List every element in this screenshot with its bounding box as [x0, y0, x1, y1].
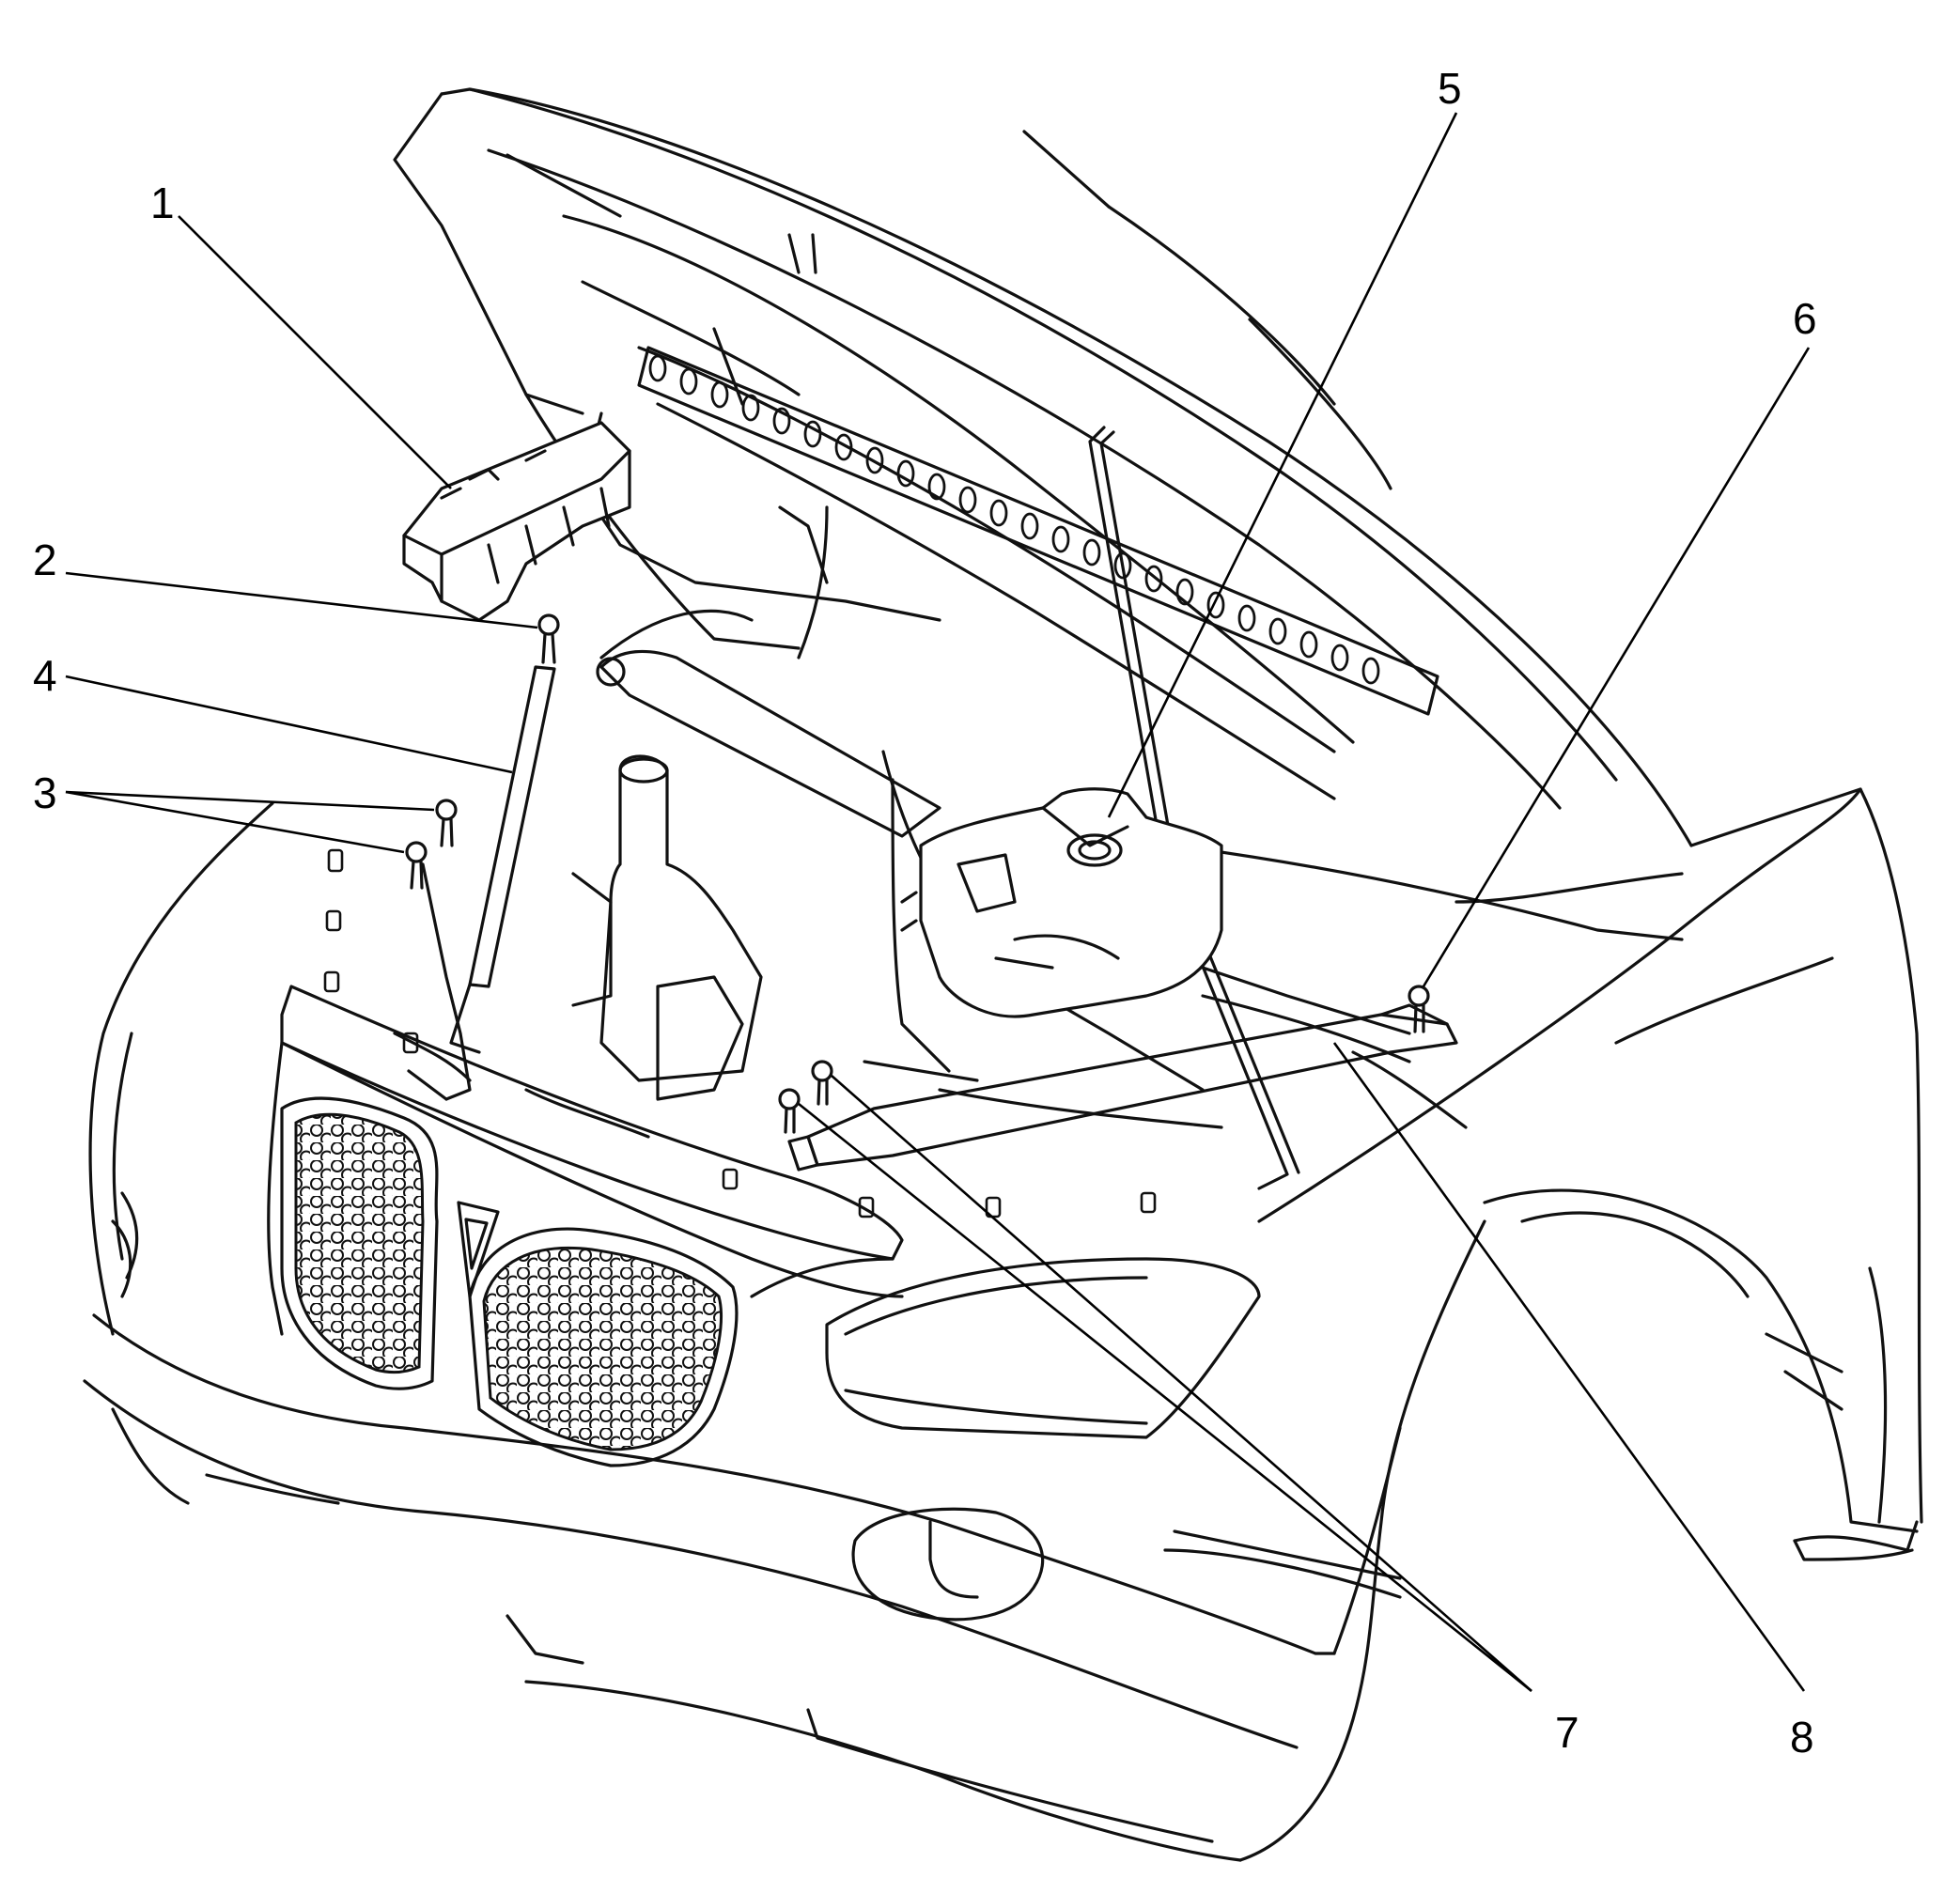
callout-6: 6 [1793, 294, 1817, 343]
vehicle-body [88, 787, 1923, 1561]
headlamp [750, 1257, 1261, 1439]
callout-5: 5 [1438, 64, 1462, 113]
bolts [405, 613, 1430, 1134]
bolt-item-7a [778, 1088, 801, 1134]
callout-2: 2 [33, 535, 57, 584]
hood-vent-holes [648, 354, 1380, 685]
leader-5 [1107, 112, 1458, 818]
leader-1 [178, 215, 452, 489]
fog-lamp [851, 1507, 1045, 1622]
leader-3b [65, 790, 405, 854]
bolt-item-3b [405, 841, 428, 890]
bolt-item-2 [537, 613, 560, 664]
strut-tower-brace [787, 1003, 1458, 1172]
control-module [402, 421, 631, 622]
pontiac-emblem [457, 1201, 500, 1298]
callout-8: 8 [1790, 1713, 1814, 1762]
hood [393, 87, 1693, 847]
callout-7: 7 [1555, 1708, 1579, 1757]
leader-7b [831, 1075, 1532, 1692]
bolt-item-7b [811, 1060, 833, 1106]
front-fascia [83, 1041, 1486, 1862]
hood-latch-support [449, 665, 556, 1054]
leader-3a [65, 790, 435, 812]
washer-reservoir [571, 754, 763, 1101]
hood-inner-panel [637, 346, 1439, 716]
radiator-support [280, 985, 904, 1261]
leader-lines [65, 112, 1811, 1693]
studs [323, 848, 1157, 1218]
leader-7a [798, 1102, 1532, 1693]
bolt-item-3a [435, 799, 458, 847]
callout-4: 4 [33, 651, 57, 700]
callout-labels: 1 2 3 4 5 6 7 8 [33, 64, 1817, 1762]
support-bracket [407, 862, 472, 1101]
left-grille [280, 1096, 439, 1390]
callout-1: 1 [150, 178, 175, 227]
leader-2 [65, 571, 538, 629]
leader-4 [65, 675, 513, 774]
leader-8 [1332, 1042, 1806, 1692]
upper-brace [596, 649, 941, 838]
coolant-reservoir [900, 787, 1223, 1018]
leader-6 [1422, 347, 1811, 987]
callout-3: 3 [33, 768, 57, 817]
right-grille [468, 1227, 739, 1467]
bolt-item-6 [1408, 985, 1430, 1033]
side-marker [111, 1219, 132, 1298]
